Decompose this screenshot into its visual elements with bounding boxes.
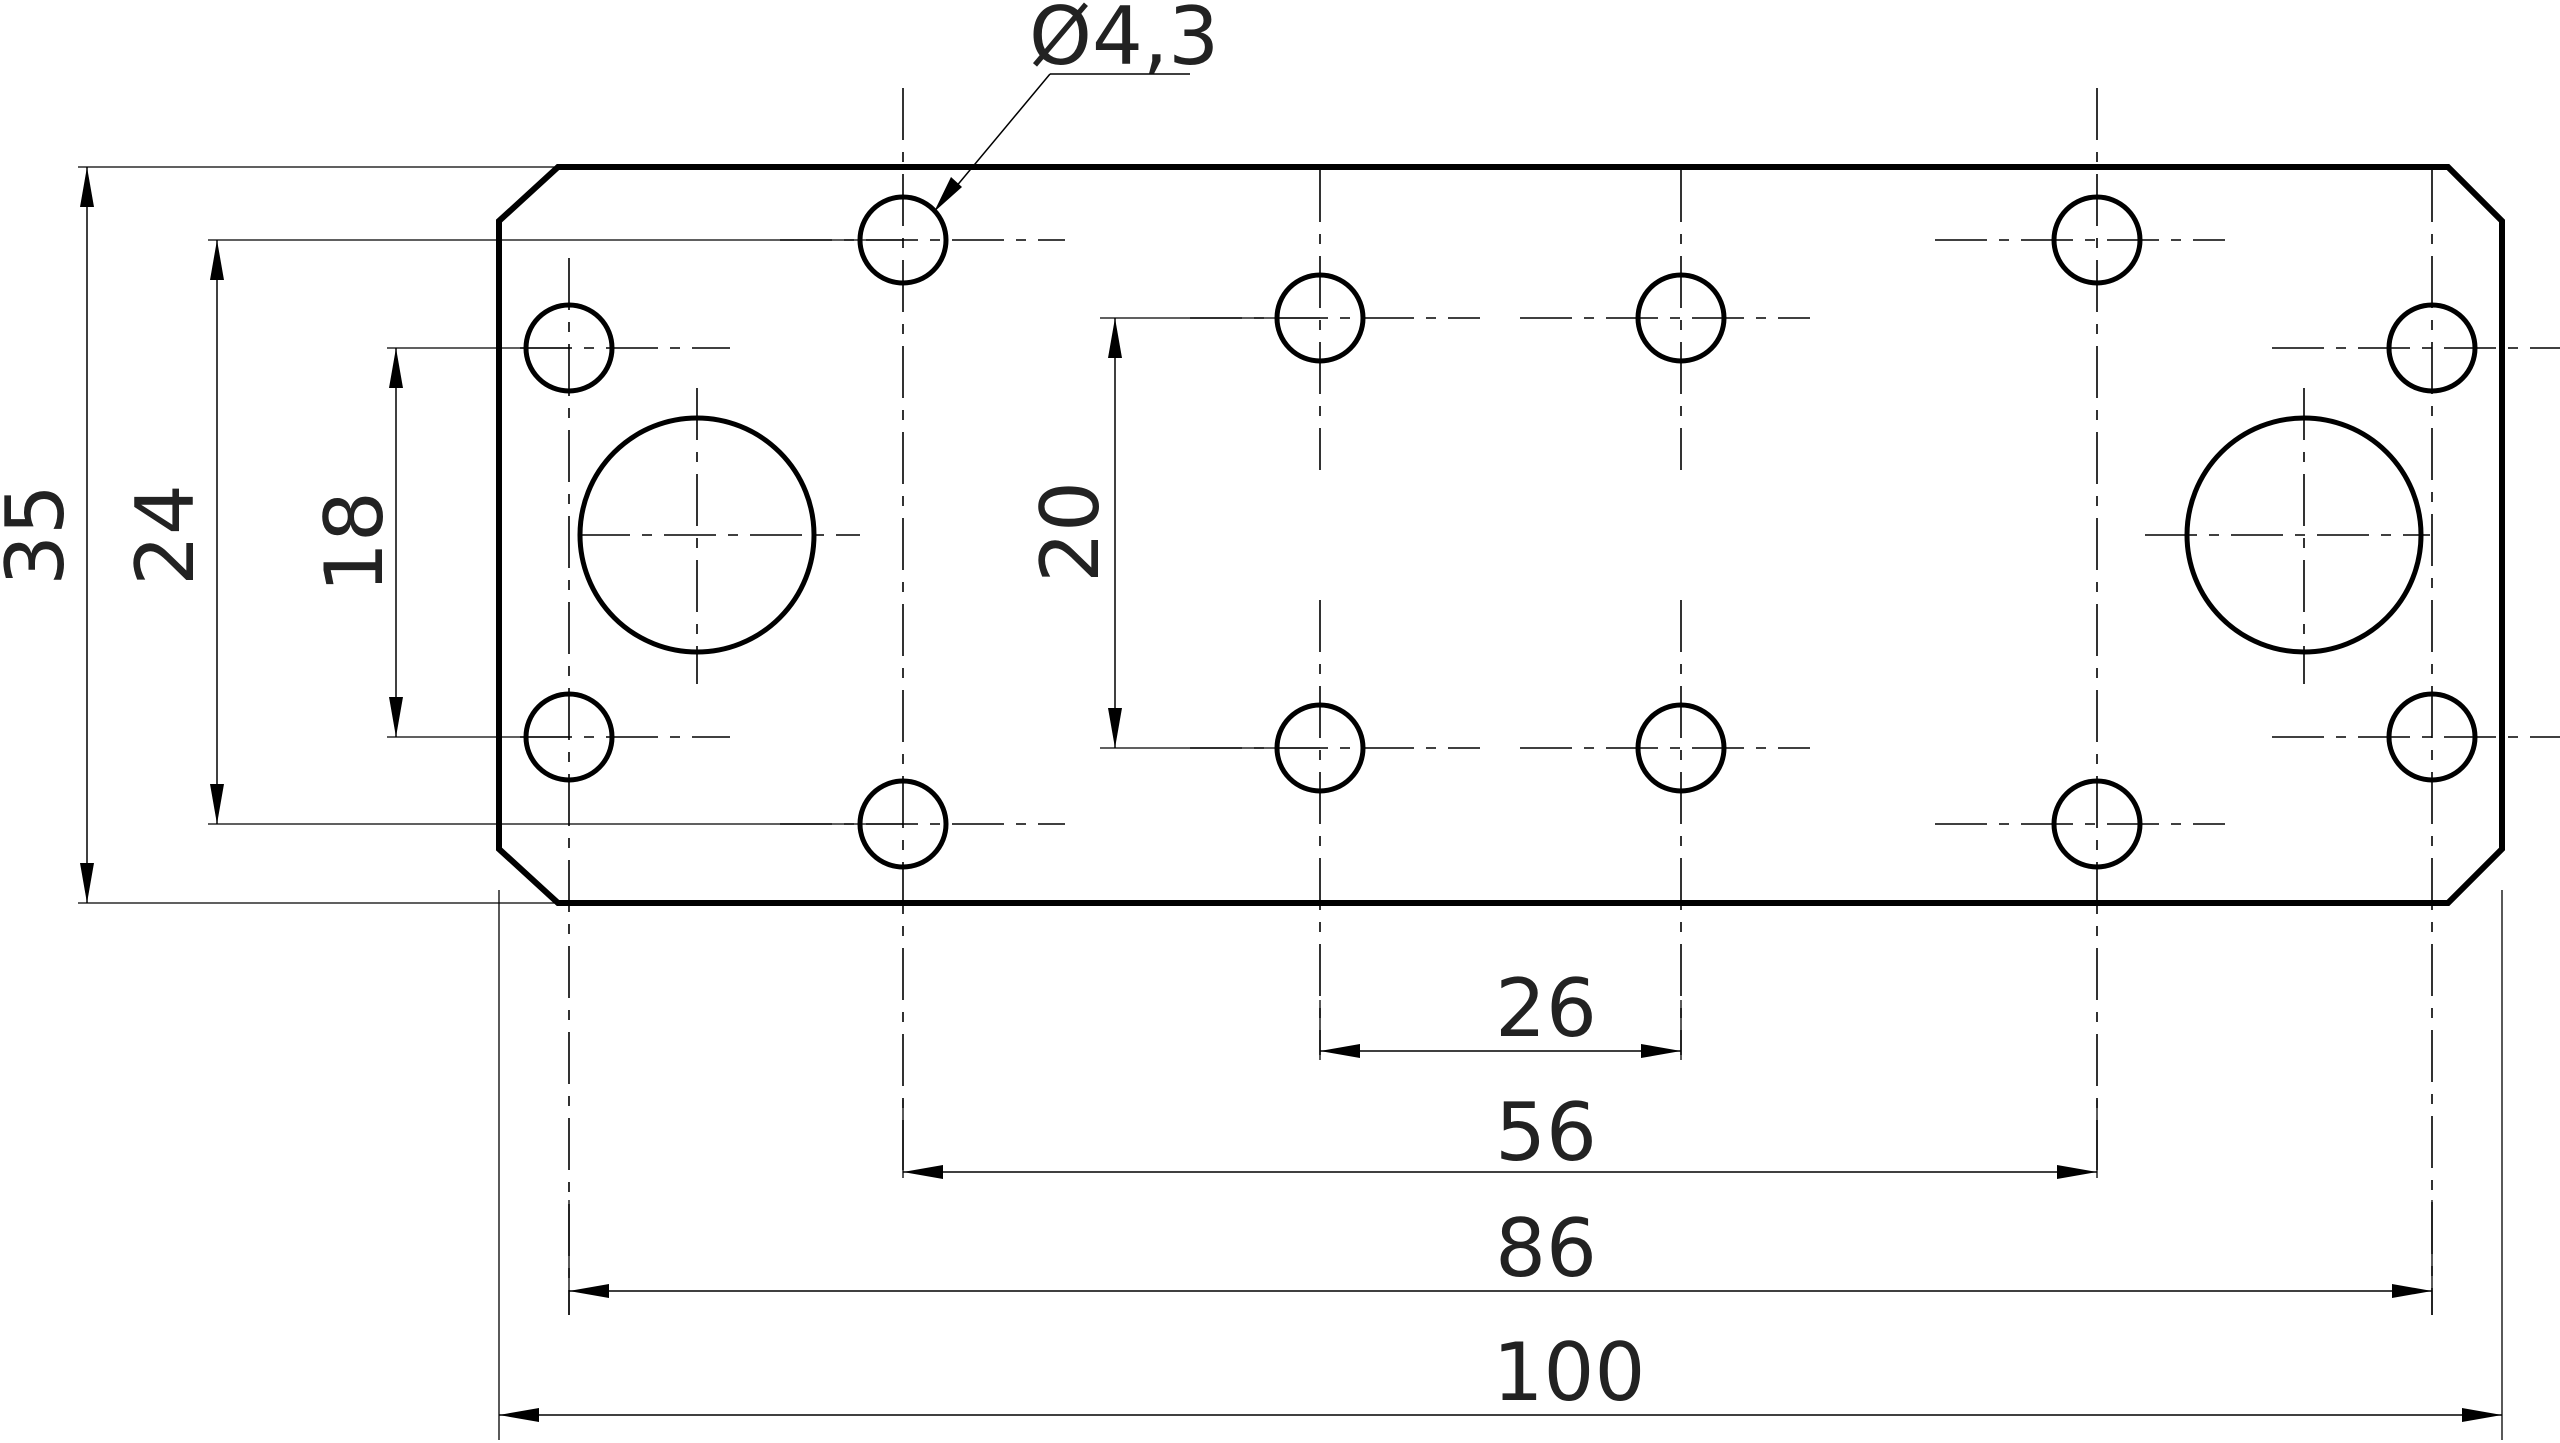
dim-label: 18 [308, 491, 401, 593]
dimension-spacing-mid: 56 [903, 1086, 2097, 1179]
dimension-height-edge-holes: 18 [308, 348, 403, 737]
leader-hole-diameter: Ø4,3 [934, 0, 1219, 212]
small-holes [523, 194, 2478, 870]
dim-label: Ø4,3 [1029, 0, 1219, 83]
dim-label: 86 [1495, 1202, 1597, 1295]
dimension-spacing-inner: 26 [1320, 962, 1681, 1058]
plate-outline [496, 164, 2505, 906]
dim-label: 56 [1495, 1086, 1597, 1179]
dim-label: 100 [1493, 1326, 1646, 1419]
dimension-height-outer-holes: 24 [119, 240, 224, 824]
dim-label: 20 [1024, 481, 1117, 583]
dimension-height-total: 35 [0, 167, 94, 903]
extension-lines [78, 166, 2503, 1440]
dim-label: 35 [0, 484, 82, 586]
dim-label: 24 [119, 484, 212, 586]
dimension-width-total: 100 [499, 1326, 2502, 1422]
dimension-spacing-edge: 86 [569, 1202, 2432, 1298]
dim-label: 26 [1495, 962, 1597, 1055]
dimension-height-inner-holes: 20 [1024, 318, 1122, 748]
